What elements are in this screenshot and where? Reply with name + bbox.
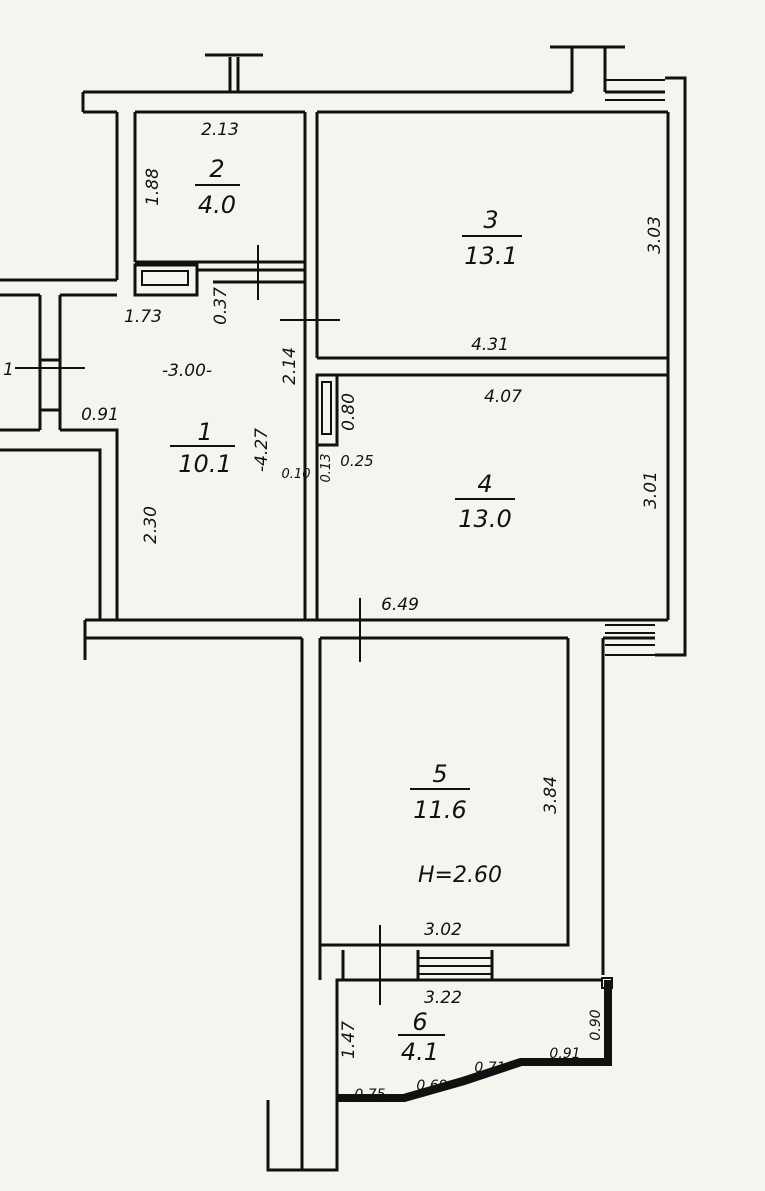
dim-balcony-seg2: 0.69 [416, 1078, 447, 1094]
room-area: 10.1 [178, 450, 231, 478]
room-1-label: 110.1 [170, 418, 235, 478]
room-5-label: 511.6 [410, 760, 470, 824]
dim-room4-height: 3.01 [641, 471, 661, 509]
dim-hall-left: 0.91 [81, 405, 119, 425]
dim-hall-length: -4.27 [252, 428, 272, 472]
dim-duct-a: 0.10 [282, 467, 311, 482]
room-labels: 24.0 313.1 110.1 413.0 511.6 H=2.60 64.1 [170, 155, 522, 1066]
dim-balcony-seg4: 0.91 [549, 1046, 580, 1062]
dim-room5-top: 6.49 [381, 595, 419, 615]
room-area: 13.1 [464, 242, 517, 270]
window-right [605, 624, 655, 656]
room-number: 5 [432, 760, 447, 788]
dim-room2-width: 2.13 [201, 120, 239, 140]
room-area: 4.0 [198, 191, 236, 219]
room-6-label: 64.1 [398, 1008, 445, 1066]
dim-hall-top: 1.73 [124, 307, 162, 327]
window-top [605, 79, 665, 113]
room-2-label: 24.0 [195, 155, 240, 219]
room-3-label: 313.1 [462, 206, 522, 270]
dim-balcony-right: 0.90 [588, 1009, 604, 1040]
dim-room5-bottom: 3.02 [424, 920, 462, 940]
room-area: 4.1 [401, 1038, 439, 1066]
dim-hall-width: -3.00- [162, 361, 212, 381]
dim-room3-height: 3.03 [645, 216, 665, 254]
dim-hall-side: 2.14 [280, 347, 300, 385]
dim-left-cut: 1 [3, 360, 14, 380]
dim-balcony-seg1: 0.75 [354, 1087, 385, 1103]
dimensions: 2.13 1.88 3.03 4.31 4.07 3.01 1.73 0.37 … [3, 120, 665, 1103]
dim-balcony-seg3: 0.71 [474, 1060, 505, 1076]
ceiling-height: H=2.60 [418, 863, 502, 888]
dim-hall-left-height: 2.30 [141, 506, 161, 544]
dim-hall-niche: 0.37 [211, 287, 231, 325]
dim-balcony-width: 3.22 [424, 988, 462, 1008]
window-balcony [418, 957, 492, 975]
room-number: 6 [412, 1008, 427, 1036]
dim-duct-b: 0.13 [319, 454, 334, 483]
room-area: 13.0 [458, 505, 511, 533]
room-area: 11.6 [413, 796, 466, 824]
walls [0, 45, 687, 1172]
dim-duct-height: 0.80 [339, 393, 359, 431]
dim-room2-height: 1.88 [143, 168, 163, 206]
dim-balcony-height: 1.47 [339, 1021, 359, 1059]
dim-duct-c: 0.25 [340, 452, 373, 470]
dim-room3-width: 4.31 [471, 335, 509, 355]
room-number: 2 [209, 155, 224, 183]
room-4-label: 413.0 [455, 470, 515, 533]
room-number: 3 [483, 206, 498, 234]
room-number: 1 [197, 418, 212, 446]
room-number: 4 [477, 470, 492, 498]
dim-room4-width: 4.07 [484, 387, 522, 407]
dim-room5-height: 3.84 [541, 776, 561, 814]
